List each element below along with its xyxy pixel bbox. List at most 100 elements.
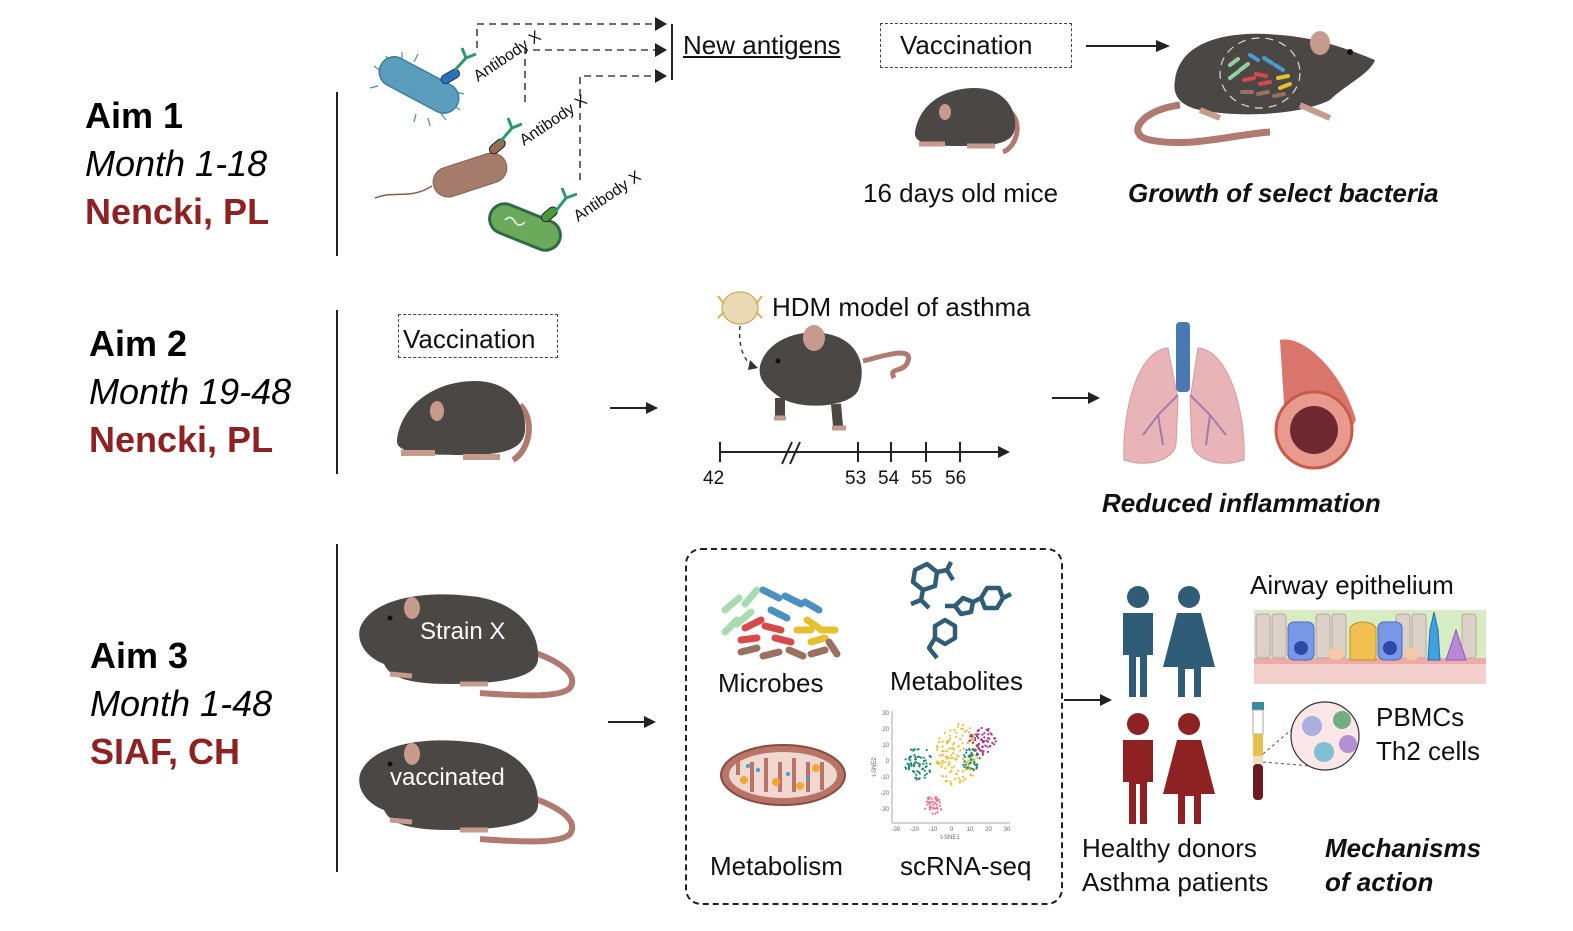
tsne-point [945, 750, 948, 753]
tsne-ytick: -10 [880, 775, 889, 781]
tsne-point [964, 763, 967, 766]
tsne-point [961, 758, 965, 761]
tsne-point [913, 762, 916, 765]
tsne-ytick: -30 [880, 807, 889, 813]
tsne-point [974, 749, 977, 752]
aim1-label-block: Aim 1 Month 1-18 Nencki, PL [85, 92, 269, 236]
tsne-xtick: -10 [929, 827, 938, 833]
tsne-point [925, 772, 928, 775]
tsne-point [918, 755, 921, 758]
tsne-point [962, 779, 965, 783]
tsne-point [935, 748, 939, 751]
aim3-arrow-2-icon [1064, 694, 1112, 706]
tsne-point [955, 731, 958, 734]
tsne-point [954, 772, 957, 775]
tsne-xtick: 30 [1004, 827, 1011, 833]
tsne-point [968, 727, 971, 730]
asthma-patients-icon [1123, 713, 1215, 824]
tsne-point [965, 761, 968, 764]
pbmc-icon [1252, 701, 1360, 800]
tsne-point [918, 777, 921, 780]
tsne-point [973, 733, 976, 736]
tsne-point [913, 748, 916, 751]
tsne-point [924, 759, 927, 762]
tsne-ylabel: t-SNE2 [872, 757, 878, 777]
tsne-point [924, 765, 927, 769]
tsne-point [915, 776, 918, 779]
tsne-point [972, 739, 975, 742]
tsne-point [923, 769, 926, 772]
tsne-point [944, 779, 947, 783]
aim3-title: Aim 3 [90, 635, 189, 676]
tsne-point [989, 745, 992, 748]
tsne-point [957, 744, 960, 747]
tsne-point [953, 765, 956, 768]
tsne-point [931, 812, 934, 815]
tsne-point [986, 745, 989, 748]
tsne-point [931, 807, 935, 810]
tsne-point [953, 757, 957, 760]
tsne-point [932, 803, 935, 806]
tsne-point [924, 807, 927, 810]
tsne-point [937, 740, 941, 744]
tsne-point [961, 742, 964, 745]
tsne-point [940, 808, 943, 811]
strain-x-label: Strain X [420, 618, 506, 645]
tsne-point [965, 751, 968, 754]
tsne-point [951, 747, 954, 750]
tsne-point [971, 768, 975, 771]
axis-break-icon [789, 441, 801, 465]
tsne-point [944, 755, 947, 758]
timeline-label-53: 53 [845, 468, 867, 489]
tsne-point [963, 765, 966, 768]
tsne-point [962, 747, 965, 750]
aim2-arrow-2-icon [1052, 392, 1100, 404]
tsne-point [926, 803, 929, 806]
tsne-point [975, 767, 978, 770]
tsne-point [983, 732, 986, 735]
hdm-model-label: HDM model of asthma [772, 292, 1031, 322]
brown-bacterium-icon [374, 138, 508, 199]
tsne-point [938, 804, 941, 807]
tsne-point [987, 729, 990, 732]
blood-tube-icon [1252, 702, 1264, 800]
tsne-xtick: 0 [950, 827, 954, 833]
tsne-point [949, 771, 952, 774]
tsne-point [925, 762, 928, 765]
tsne-point [918, 764, 921, 767]
tsne-point [975, 733, 978, 736]
tsne-point [977, 736, 980, 739]
tsne-point [941, 749, 944, 753]
aim2-site: Nencki, PL [89, 419, 274, 460]
th2-cells-label: Th2 cells [1376, 736, 1481, 766]
tsne-xtick: -30 [892, 827, 901, 833]
tsne-point [979, 749, 982, 752]
tsne-point [963, 760, 966, 763]
tsne-point [916, 748, 919, 751]
aim2-vaccination-label: Vaccination [403, 324, 536, 354]
tsne-point [928, 770, 931, 774]
tsne-point [941, 762, 944, 765]
tsne-point [974, 739, 977, 742]
tsne-point [958, 781, 962, 784]
tsne-point [969, 773, 972, 776]
tsne-point [945, 775, 948, 778]
tsne-point [919, 756, 923, 759]
tsne-point [908, 765, 911, 768]
aim2-pup-mouse-icon [396, 381, 532, 463]
tsne-point [929, 800, 932, 803]
arrowhead-icon [655, 43, 667, 57]
tsne-point [909, 759, 912, 762]
colonized-mouse-icon [1134, 31, 1375, 147]
tsne-point [943, 732, 946, 735]
tsne-point [959, 749, 962, 752]
metabolism-label: Metabolism [710, 851, 843, 881]
blue-bacterium-icon [369, 52, 465, 127]
aim3-outcome-line2: of action [1325, 867, 1434, 897]
tsne-point [931, 800, 934, 803]
microbes-label: Microbes [718, 668, 824, 698]
tsne-xtick: -20 [910, 827, 919, 833]
tsne-point [923, 776, 926, 779]
tsne-point [962, 763, 965, 766]
tsne-point [929, 808, 932, 811]
